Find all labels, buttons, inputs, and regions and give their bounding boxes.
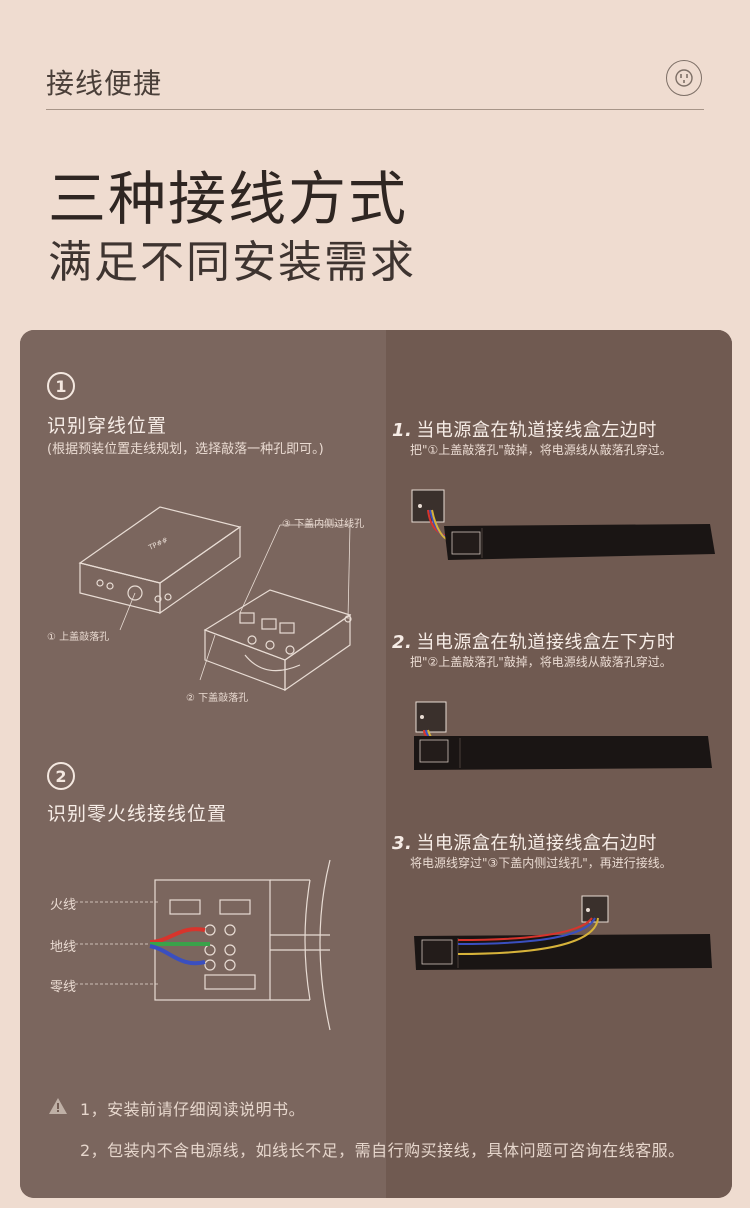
step1-number: 1 <box>47 372 75 400</box>
note-text: 1，安装前请仔细阅读说明书。 <box>80 1100 306 1119</box>
panel-left <box>20 330 386 1198</box>
step1-subtitle: (根据预装位置走线规划，选择敲落一种孔即可。) <box>47 442 324 457</box>
hero: 三种接线方式 满足不同安装需求 <box>48 165 416 291</box>
plug-icon <box>666 60 702 96</box>
leader-line <box>347 524 351 620</box>
label-neutral-wire: 零线 <box>50 980 77 995</box>
hero-title: 三种接线方式 <box>48 165 409 233</box>
leader-line <box>199 634 216 681</box>
note-item: 2，包装内不含电源线，如线长不足，需自行购买接线，具体问题可咨询在线客服。 <box>48 1137 685 1161</box>
notes: 1，安装前请仔细阅读说明书。 2，包装内不含电源线，如线长不足，需自行购买接线，… <box>48 1096 685 1161</box>
live-wire <box>149 927 206 944</box>
method1-title: 1.当电源盒在轨道接线盒左边时 <box>392 416 657 442</box>
label-ground-wire: 地线 <box>50 940 77 955</box>
method3-number: 3. <box>392 833 413 854</box>
label-hole-side: ③ 下盖内侧过线孔 <box>282 519 365 530</box>
method1-desc: 把"①上盖敲落孔"敲掉，将电源线从敲落孔穿过。 <box>410 443 672 457</box>
method2-number: 2. <box>392 632 413 653</box>
method2-title: 2.当电源盒在轨道接线盒左下方时 <box>392 628 675 654</box>
method3-desc: 将电源线穿过"③下盖内侧过线孔"，再进行接线。 <box>410 856 672 870</box>
neutral-wire <box>149 944 206 966</box>
step2-title: 识别零火线接线位置 <box>47 803 228 825</box>
page-header: 接线便捷 <box>46 60 704 110</box>
svg-text:TP##: TP## <box>147 536 170 552</box>
note-item: 1，安装前请仔细阅读说明书。 <box>48 1096 685 1120</box>
note-text: 2，包装内不含电源线，如线长不足，需自行购买接线，具体问题可咨询在线客服。 <box>80 1141 685 1160</box>
label-live-wire: 火线 <box>50 898 77 913</box>
open-box-drawing <box>203 589 352 692</box>
method3-title: 3.当电源盒在轨道接线盒右边时 <box>392 829 657 855</box>
wiring-diagram <box>75 859 331 1031</box>
method1-illustration <box>411 489 715 560</box>
warning-icon <box>48 1097 68 1119</box>
method1-title-text: 当电源盒在轨道接线盒左边时 <box>416 420 657 441</box>
step2-number: 2 <box>47 762 75 790</box>
label-hole-top: ① 上盖敲落孔 <box>47 632 110 643</box>
method3-illustration <box>414 895 712 970</box>
hero-subtitle: 满足不同安装需求 <box>48 237 416 288</box>
header-title: 接线便捷 <box>46 67 163 100</box>
method1-number: 1. <box>392 420 413 441</box>
method2-desc: 把"②上盖敲落孔"敲掉，将电源线从敲落孔穿过。 <box>410 655 672 669</box>
method3-title-text: 当电源盒在轨道接线盒右边时 <box>416 833 657 854</box>
leader-line <box>119 592 136 631</box>
leader-line <box>239 524 281 614</box>
junction-box-diagram: TP## <box>78 506 352 692</box>
method2-title-text: 当电源盒在轨道接线盒左下方时 <box>416 632 676 653</box>
step1-title: 识别穿线位置 <box>47 415 168 437</box>
label-hole-bottom: ② 下盖敲落孔 <box>186 693 249 704</box>
method2-illustration <box>414 701 712 770</box>
closed-box-drawing <box>78 506 242 615</box>
